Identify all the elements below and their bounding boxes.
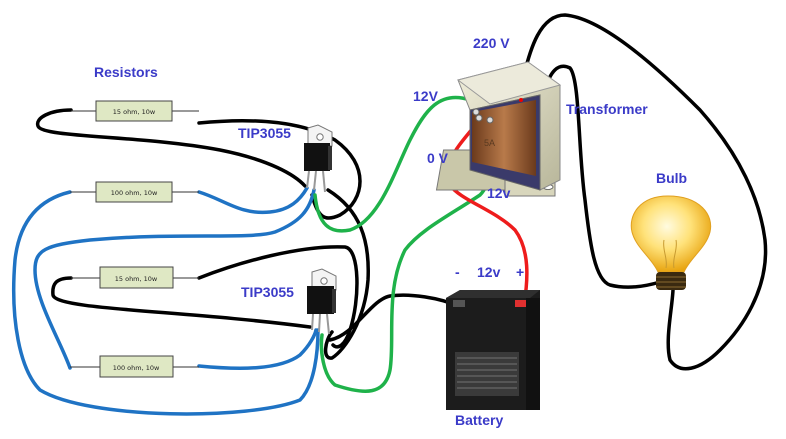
black-wires	[35, 13, 768, 371]
battery-pos-terminal	[515, 300, 526, 307]
battery-voltage-label: 12v	[477, 264, 501, 280]
resistor-2: 100 ohm, 10w	[70, 181, 199, 203]
bulb-label: Bulb	[656, 170, 688, 186]
transistor-bottom-icon	[307, 268, 337, 335]
wire-green-transformer-12v-left	[313, 95, 472, 233]
battery-minus-label: -	[455, 264, 460, 280]
12v-right-label: 12v	[487, 185, 511, 201]
resistors-label: Resistors	[94, 64, 158, 80]
battery-plus-label: +	[516, 264, 525, 280]
battery-neg-terminal	[453, 300, 465, 307]
resistor-2-label: 100 ohm, 10w	[111, 189, 158, 197]
transformer-marking: 5A	[484, 138, 495, 148]
0v-label: 0 V	[427, 150, 449, 166]
resistor-1: 15 ohm, 10w	[71, 100, 199, 122]
tip3055-bottom-label: TIP3055	[241, 284, 294, 300]
wire-black-battery-neg	[328, 293, 460, 342]
wire-blue-r2-right	[197, 186, 309, 215]
resistor-1-label: 15 ohm, 10w	[113, 108, 156, 116]
220v-label: 220 V	[473, 35, 510, 51]
transformer-icon: 5A	[435, 61, 562, 197]
wire-black-220-b	[543, 64, 662, 289]
resistor-3-label: 15 ohm, 10w	[115, 275, 158, 283]
wire-black-r1-right	[197, 118, 362, 220]
wire-blue-r4-right	[197, 328, 318, 370]
tip3055-top-label: TIP3055	[238, 125, 291, 141]
resistor-3: 15 ohm, 10w	[71, 266, 199, 289]
resistor-4: 100 ohm, 10w	[70, 355, 199, 378]
wire-black-r3-left	[51, 276, 312, 329]
resistor-4-label: 100 ohm, 10w	[113, 364, 160, 372]
transformer-label: Transformer	[566, 101, 648, 117]
blue-wires	[11, 186, 320, 416]
wire-blue-r4-left	[33, 188, 316, 370]
transistor-top-icon	[304, 124, 333, 193]
12v-left-label: 12V	[413, 88, 438, 104]
battery-label: Battery	[455, 412, 504, 428]
wire-black-r1-left	[35, 108, 307, 188]
wire-blue-r2-left	[11, 190, 320, 416]
wire-black-220-a	[522, 13, 768, 371]
battery-icon	[446, 290, 540, 410]
wire-black-r3-right	[197, 245, 359, 349]
light-bulb-icon	[630, 195, 712, 290]
